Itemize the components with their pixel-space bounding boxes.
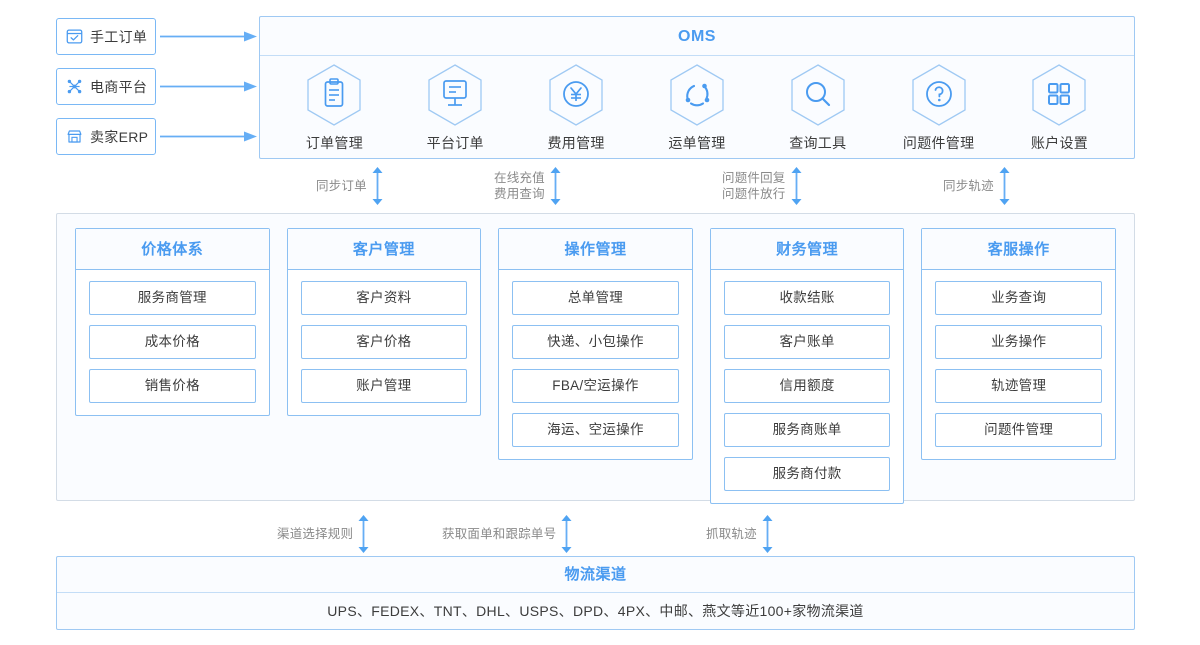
oms-item-label: 平台订单	[426, 134, 484, 151]
monitor-icon	[428, 63, 482, 126]
double-arrow-vertical-icon	[791, 167, 802, 205]
oms-item-query-tools[interactable]: 查询工具	[762, 63, 874, 153]
connector-channel-selection-rules: 渠道选择规则	[277, 515, 369, 553]
column-title: 财务管理	[710, 229, 904, 270]
oms-item-waybill-management[interactable]: 运单管理	[641, 63, 753, 153]
source-box-manual-order[interactable]: 手工订单	[56, 18, 156, 55]
oms-item-label: 费用管理	[547, 134, 605, 151]
arrow-seller-erp-to-oms	[160, 131, 257, 142]
oms-item-platform-order[interactable]: 平台订单	[399, 63, 511, 153]
column-cells: 收款结账 客户账单 信用额度 服务商账单 服务商付款	[711, 270, 904, 503]
module-cell[interactable]: 轨迹管理	[935, 369, 1102, 403]
connector-sync-orders: 同步订单	[316, 167, 383, 205]
double-arrow-vertical-icon	[372, 167, 383, 205]
double-arrow-vertical-icon	[358, 515, 369, 553]
oms-item-label: 订单管理	[305, 134, 364, 151]
connector-sync-tracking: 同步轨迹	[943, 167, 1010, 205]
module-column-pricing: 价格体系 服务商管理 成本价格 销售价格	[75, 228, 270, 416]
column-cells: 总单管理 快递、小包操作 FBA/空运操作 海运、空运操作	[499, 270, 692, 459]
module-column-customer-service: 客服操作 业务查询 业务操作 轨迹管理 问题件管理	[921, 228, 1116, 460]
oms-item-label: 问题件管理	[902, 134, 975, 151]
double-arrow-vertical-icon	[999, 167, 1010, 205]
oms-item-label: 运单管理	[668, 134, 726, 151]
connector-fetch-tracking: 抓取轨迹	[706, 515, 773, 553]
source-label: 手工订单	[90, 28, 148, 45]
module-cell[interactable]: 服务商账单	[723, 413, 891, 447]
column-cells: 客户资料 客户价格 账户管理	[288, 270, 481, 415]
oms-title: OMS	[260, 17, 1134, 56]
column-title: 操作管理	[499, 229, 692, 270]
double-arrow-vertical-icon	[550, 167, 561, 205]
oms-item-list: 订单管理 平台订单	[260, 56, 1134, 159]
arrow-manual-order-to-oms	[160, 31, 257, 42]
module-column-finance: 财务管理 收款结账 客户账单 信用额度 服务商账单 服务商付款	[709, 228, 905, 504]
column-cells: 服务商管理 成本价格 销售价格	[76, 270, 269, 415]
module-cell[interactable]: 业务操作	[935, 325, 1102, 359]
logistics-channel-panel: 物流渠道 UPS、FEDEX、TNT、DHL、USPS、DPD、4PX、中邮、燕…	[56, 556, 1135, 630]
double-arrow-vertical-icon	[762, 515, 773, 553]
oms-panel: OMS 订单管理	[259, 16, 1135, 159]
connector-get-label-tracking-number: 获取面单和跟踪单号	[442, 515, 572, 553]
source-box-seller-erp[interactable]: 卖家ERP	[56, 118, 156, 155]
network-nodes-icon	[67, 79, 82, 94]
module-column-customer: 客户管理 客户资料 客户价格 账户管理	[286, 228, 482, 416]
connector-label: 抓取轨迹	[706, 527, 757, 541]
column-title: 客服操作	[922, 229, 1115, 270]
sync-circle-icon	[670, 63, 724, 126]
clipboard-icon	[307, 63, 362, 126]
module-cell[interactable]: 服务商付款	[723, 457, 891, 491]
module-cell[interactable]: 成本价格	[89, 325, 256, 359]
logistics-carriers: UPS、FEDEX、TNT、DHL、USPS、DPD、4PX、中邮、燕文等近10…	[327, 603, 864, 619]
logistics-title: 物流渠道	[57, 557, 1134, 593]
source-label: 电商平台	[90, 78, 148, 95]
module-cell[interactable]: 销售价格	[89, 369, 256, 403]
module-cell[interactable]: 客户价格	[300, 325, 468, 359]
core-modules-panel: 价格体系 服务商管理 成本价格 销售价格 客户管理 客户资料 客户价格 账户管理…	[56, 213, 1135, 504]
column-title: 客户管理	[287, 229, 481, 270]
connector-label: 获取面单和跟踪单号	[442, 527, 557, 541]
oms-item-label: 账户设置	[1030, 134, 1089, 151]
module-cell[interactable]: 业务查询	[935, 281, 1102, 315]
storefront-icon	[67, 130, 82, 143]
module-cell[interactable]: 海运、空运操作	[512, 413, 679, 447]
module-cell[interactable]: 服务商管理	[89, 281, 256, 315]
column-cells: 业务查询 业务操作 轨迹管理 问题件管理	[922, 270, 1115, 459]
module-column-operations: 操作管理 总单管理 快递、小包操作 FBA/空运操作 海运、空运操作	[498, 228, 693, 460]
connector-label: 同步轨迹	[943, 179, 994, 193]
source-box-ecommerce-platform[interactable]: 电商平台	[56, 68, 156, 105]
yen-circle-icon	[549, 63, 603, 126]
question-circle-icon	[911, 63, 966, 126]
connector-label: 在线充值 费用查询	[494, 171, 545, 201]
oms-item-fee-management[interactable]: 费用管理	[520, 63, 632, 153]
module-columns: 价格体系 服务商管理 成本价格 销售价格 客户管理 客户资料 客户价格 账户管理…	[57, 214, 1134, 504]
connector-label: 渠道选择规则	[277, 527, 354, 541]
module-cell[interactable]: FBA/空运操作	[512, 369, 679, 403]
double-arrow-vertical-icon	[561, 515, 572, 553]
grid-squares-icon	[1032, 63, 1087, 126]
arrow-ecommerce-to-oms	[160, 81, 257, 92]
module-cell[interactable]: 账户管理	[300, 369, 468, 403]
module-cell[interactable]: 收款结账	[723, 281, 891, 315]
module-cell[interactable]: 客户资料	[300, 281, 468, 315]
module-cell[interactable]: 总单管理	[512, 281, 679, 315]
connector-issue-reply-release: 问题件回复 问题件放行	[722, 167, 802, 205]
connector-label: 同步订单	[316, 179, 367, 193]
checkbox-order-icon	[66, 29, 83, 44]
module-cell[interactable]: 信用额度	[723, 369, 891, 403]
module-cell[interactable]: 问题件管理	[935, 413, 1102, 447]
oms-item-order-management[interactable]: 订单管理	[278, 63, 390, 153]
connector-label: 问题件回复 问题件放行	[722, 171, 786, 201]
source-label: 卖家ERP	[90, 128, 149, 145]
connector-online-recharge-fee-query: 在线充值 费用查询	[494, 167, 561, 205]
search-icon	[791, 63, 845, 126]
oms-item-account-settings[interactable]: 账户设置	[1003, 63, 1115, 153]
module-cell[interactable]: 快递、小包操作	[512, 325, 679, 359]
column-title: 价格体系	[76, 229, 269, 270]
oms-item-issue-management[interactable]: 问题件管理	[883, 63, 995, 153]
module-cell[interactable]: 客户账单	[723, 325, 891, 359]
oms-item-label: 查询工具	[789, 134, 847, 151]
